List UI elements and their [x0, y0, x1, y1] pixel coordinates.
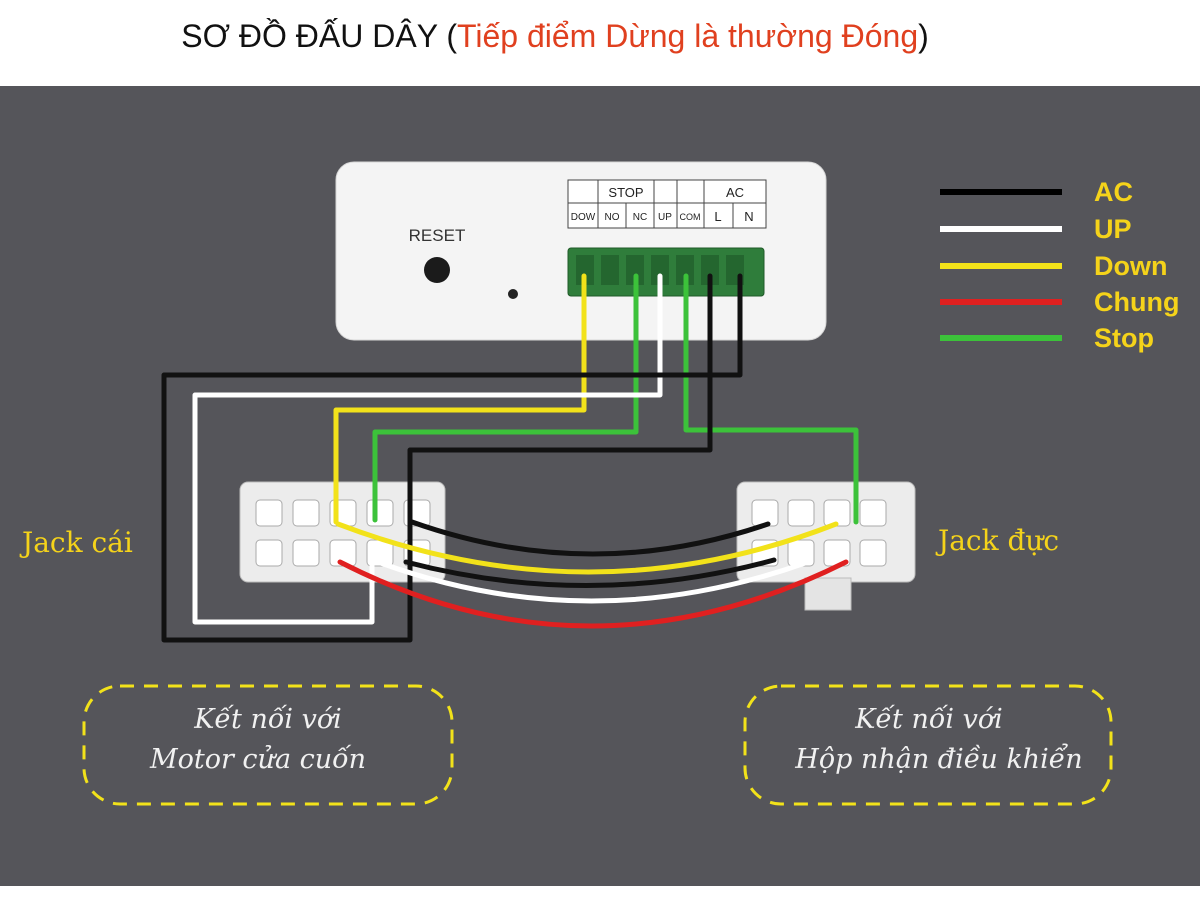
note-left-line2: Motor cửa cuốn	[149, 743, 366, 775]
terminal-label-dow: DOW	[571, 212, 596, 223]
legend-label-down: Down	[1094, 251, 1168, 281]
note-left-line1: Kết nối với	[193, 704, 342, 735]
terminal-label-nc: NC	[633, 212, 647, 223]
title-main: SƠ ĐỒ ĐẤU DÂY (	[181, 18, 458, 54]
jack-female	[239, 481, 446, 583]
terminal-table: STOP AC DOW NO NC UP COM L N	[567, 179, 767, 229]
ac-group-label: AC	[726, 185, 744, 200]
terminal-label-com: COM	[680, 212, 701, 222]
reset-label: RESET	[409, 226, 466, 245]
title-highlight: Tiếp điểm Dừng là thường Đóng	[457, 18, 919, 54]
note-right-line2: Hộp nhận điều khiển	[794, 742, 1082, 775]
jack-female-label: Jack cái	[19, 526, 133, 559]
wire-white-between-jacks	[375, 559, 811, 604]
legend-label-ac: AC	[1094, 177, 1133, 207]
wire-black-between-jacks-2	[403, 557, 777, 588]
wire-black-ac-l	[161, 273, 743, 643]
jack-male	[736, 481, 916, 611]
wire-green-stop-com	[683, 273, 859, 525]
note-right: Kết nối với Hộp nhận điều khiển	[743, 684, 1113, 806]
title-end: )	[918, 18, 929, 54]
terminal-block	[567, 247, 765, 297]
legend-label-up: UP	[1094, 214, 1132, 244]
terminal-label-no: NO	[605, 212, 620, 223]
legend: AC UP Down Chung Stop	[940, 177, 1179, 353]
terminal-label-l: L	[714, 209, 721, 224]
terminal-label-up: UP	[658, 212, 672, 223]
indicator-led	[508, 289, 518, 299]
wire-yellow-between-jacks	[335, 521, 839, 575]
legend-label-stop: Stop	[1094, 323, 1154, 353]
legend-label-chung: Chung	[1094, 287, 1179, 317]
controller-box: RESET STOP AC DOW NO NC UP COM L N	[335, 161, 827, 341]
wire-green-stop-nc	[372, 273, 639, 523]
wire-black-between-jacks-1	[409, 519, 771, 557]
reset-button[interactable]	[424, 257, 450, 283]
wire-red-chung	[337, 559, 849, 629]
jack-male-label: Jack đực	[935, 524, 1059, 557]
note-left: Kết nối với Motor cửa cuốn	[82, 684, 454, 806]
stop-group-label: STOP	[608, 185, 643, 200]
terminal-label-n: N	[744, 209, 753, 224]
page-title: SƠ ĐỒ ĐẤU DÂY (Tiếp điểm Dừng là thường …	[0, 18, 1110, 55]
wire-yellow-down	[333, 273, 587, 525]
note-right-line1: Kết nối với	[854, 704, 1003, 735]
